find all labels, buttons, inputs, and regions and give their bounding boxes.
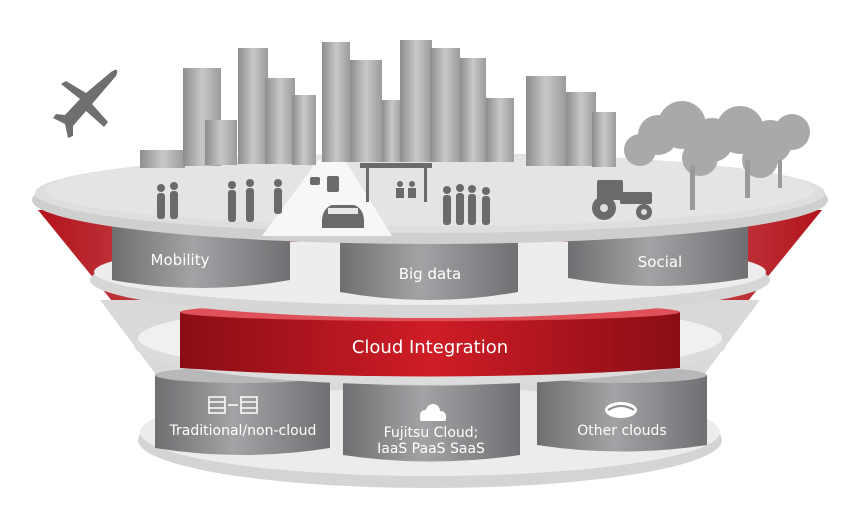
- other-clouds-label: Other clouds: [577, 423, 667, 439]
- cloud-integration-label: Cloud Integration: [351, 337, 509, 358]
- city-skyline-icon: [140, 40, 616, 168]
- social-label: Social: [637, 253, 683, 271]
- airplane-icon: [53, 69, 118, 138]
- big-data-label: Big data: [398, 265, 462, 283]
- handshake-icon: [605, 402, 637, 418]
- traditional-non-cloud-label: Traditional/non-cloud: [169, 423, 317, 439]
- people-icon: [157, 179, 490, 225]
- cloud-icon: [420, 404, 446, 421]
- server-rack-icon: [208, 396, 258, 414]
- top-cylinders: [112, 225, 748, 300]
- bus-stop-icon: [360, 163, 432, 202]
- car-icon: [310, 176, 364, 228]
- fujitsu-cloud-label: Fujitsu Cloud; IaaS PaaS SaaS: [377, 425, 485, 458]
- tractor-icon: [592, 180, 652, 220]
- mobility-label: Mobility: [150, 251, 210, 269]
- tree-icon: [624, 101, 810, 210]
